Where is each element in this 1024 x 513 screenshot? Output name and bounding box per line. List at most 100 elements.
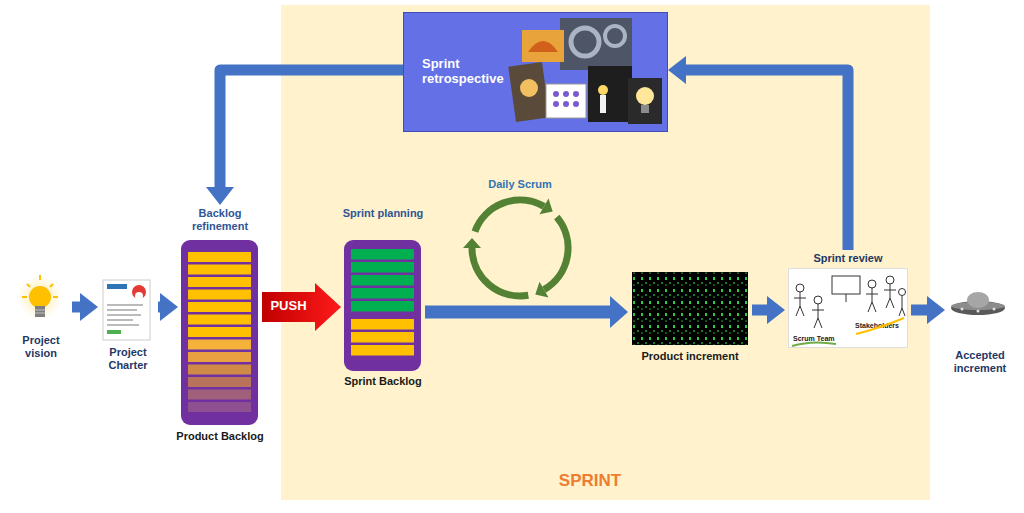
cycle-arrows [472,200,568,296]
review-sketch [796,284,804,292]
ufo-icon [967,292,989,308]
retrospective-collage [520,79,538,97]
backlog-items [188,402,251,412]
retrospective-collage [598,85,608,95]
node-label: Sprint Backlog [344,375,422,388]
process-node: Product increment [628,270,752,370]
cycle-arrows [544,217,568,290]
retrospective-collage [553,101,559,107]
backlog-items [188,327,251,337]
review-sketch [800,306,804,316]
arrow-head [610,296,628,328]
node-label: Project Charter [98,346,158,371]
cycle-arrows [472,248,528,296]
flow-arrow [668,56,848,250]
retrospective-collage [560,18,632,70]
code-rain [632,272,748,345]
arrow-head [80,293,98,321]
review-sketch [792,276,906,346]
lightbulb-icon [35,310,45,311]
charter-document [107,309,137,311]
process-node: Project Charter [98,278,158,373]
charter-document [107,330,121,334]
lightbulb-icon [27,284,30,287]
cycle-arrowheads [535,282,548,298]
charter-document [107,324,139,326]
backlog-items [188,365,251,375]
retrospective-collage [553,91,559,97]
review-sketch [868,302,872,312]
charter-document [103,280,150,340]
charter-document [135,292,143,300]
sprint-band: SPRINTSprint retrospectiveSprint plannin… [281,5,930,500]
review-sketch [872,288,873,302]
arrow-head [160,293,178,321]
node-label: Project vision [10,334,72,359]
review-sketch [884,290,896,291]
arrow-head [767,296,785,324]
lightbulb-icon [18,275,62,319]
node-label: Scrum Team [793,335,835,343]
process-node: Backlog refinementProduct Backlog [178,205,262,445]
lightbulb-icon [29,286,51,308]
review-sketch [899,289,906,296]
node-label: Daily Scrum [455,178,585,191]
arrow-head [206,187,234,205]
process-node: Accepted increment [945,285,1015,385]
review-sketch [866,294,878,295]
flow-arrow [72,293,98,321]
retrospective-collage [600,95,606,113]
backlog-items [188,265,251,275]
review-sketch [792,342,836,346]
retrospective-collage [571,28,599,56]
retrospective-collage [605,26,625,46]
code-rain [632,272,748,345]
backlog-items [188,315,251,325]
process-node: Sprint retrospective [403,12,668,132]
arrow-shaft [220,70,403,188]
sprint-backlog-items [351,249,414,260]
charter-document [107,284,127,289]
flow-arrow [262,283,341,331]
arrow-shaft [72,302,81,313]
ufo-icon [951,302,1005,310]
ufo-icon [951,301,1005,315]
ufo-icon [951,292,1005,315]
review-sketch [814,296,822,304]
review-sketch [886,298,890,308]
node-label: Backlog refinement [178,207,262,232]
review-sketch [812,310,824,311]
node-label: Sprint retrospective [422,57,518,87]
review-sketch [846,294,847,302]
backlog-items [188,390,251,400]
ufo-icon [993,308,996,311]
retrospective-collage [528,41,558,52]
node-label: Sprint review [785,252,911,265]
review-sketch [814,318,818,328]
backlog-items [188,252,251,412]
charter-document [103,280,150,340]
charter-document [107,314,141,316]
retrospective-collage [573,101,579,107]
lightbulb-icon [39,275,41,280]
node-label: Product increment [641,350,738,363]
node-shape [181,240,258,425]
lightbulb-icon [50,284,53,287]
sprint-backlog-items [351,332,414,343]
process-node: Project vision [10,278,72,360]
flow-arrow [158,293,178,321]
ufo-icon [977,310,980,313]
cycle-arrows [475,200,544,232]
sprint-backlog-items [351,345,414,356]
charter-document [107,304,143,306]
backlog-items [188,277,251,287]
review-sketch [856,318,904,334]
retrospective-collage [546,84,586,118]
sprint-backlog-items [351,319,414,330]
node-label: Accepted increment [945,349,1015,374]
arrow-shaft [685,70,848,250]
retrospective-collage [508,18,662,124]
flow-arrow [911,296,945,324]
lightbulb-icon [35,306,45,317]
